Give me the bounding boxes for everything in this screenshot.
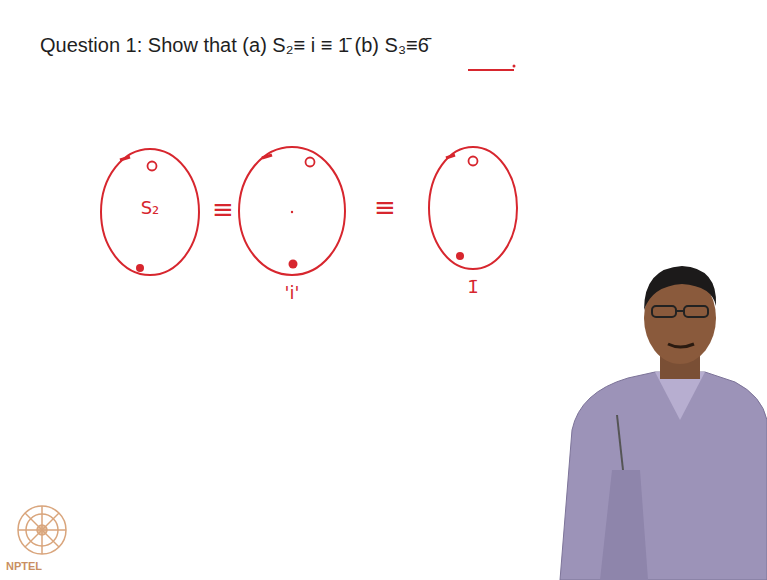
circle-outline [239, 147, 345, 275]
filled-pole [289, 260, 298, 269]
circle-outline [101, 149, 199, 275]
projection-circle: 'i' [238, 146, 346, 304]
circle-outline [428, 146, 518, 270]
equivalence-sign: ≡ [212, 194, 234, 224]
presenter-figure [560, 266, 767, 580]
pen-tick [446, 155, 455, 158]
circle-outline [238, 146, 346, 276]
circle-outline [429, 147, 517, 269]
open-pole [148, 162, 157, 171]
pen-tick [262, 155, 272, 158]
projection-circle: S₂ [100, 148, 200, 276]
pen-tick [120, 157, 130, 160]
filled-pole [291, 211, 293, 213]
open-pole [306, 158, 315, 167]
equivalence-sign: ≡ [374, 192, 396, 222]
operation-label: 1̄ [428, 276, 518, 298]
open-pole [469, 157, 478, 166]
operation-label: 'i' [238, 282, 346, 304]
nptel-emblem [18, 506, 66, 554]
slide-title: Question 1: Show that (a) S₂≡ i ≡ 1̄ (b)… [40, 34, 429, 57]
projection-circle: 1̄ [428, 146, 518, 298]
underline [468, 69, 514, 71]
watermark: NPTEL [6, 560, 42, 572]
symbol-label: S₂ [100, 197, 200, 219]
filled-pole [136, 264, 144, 272]
pen-dot [513, 65, 516, 68]
filled-pole [456, 252, 464, 260]
